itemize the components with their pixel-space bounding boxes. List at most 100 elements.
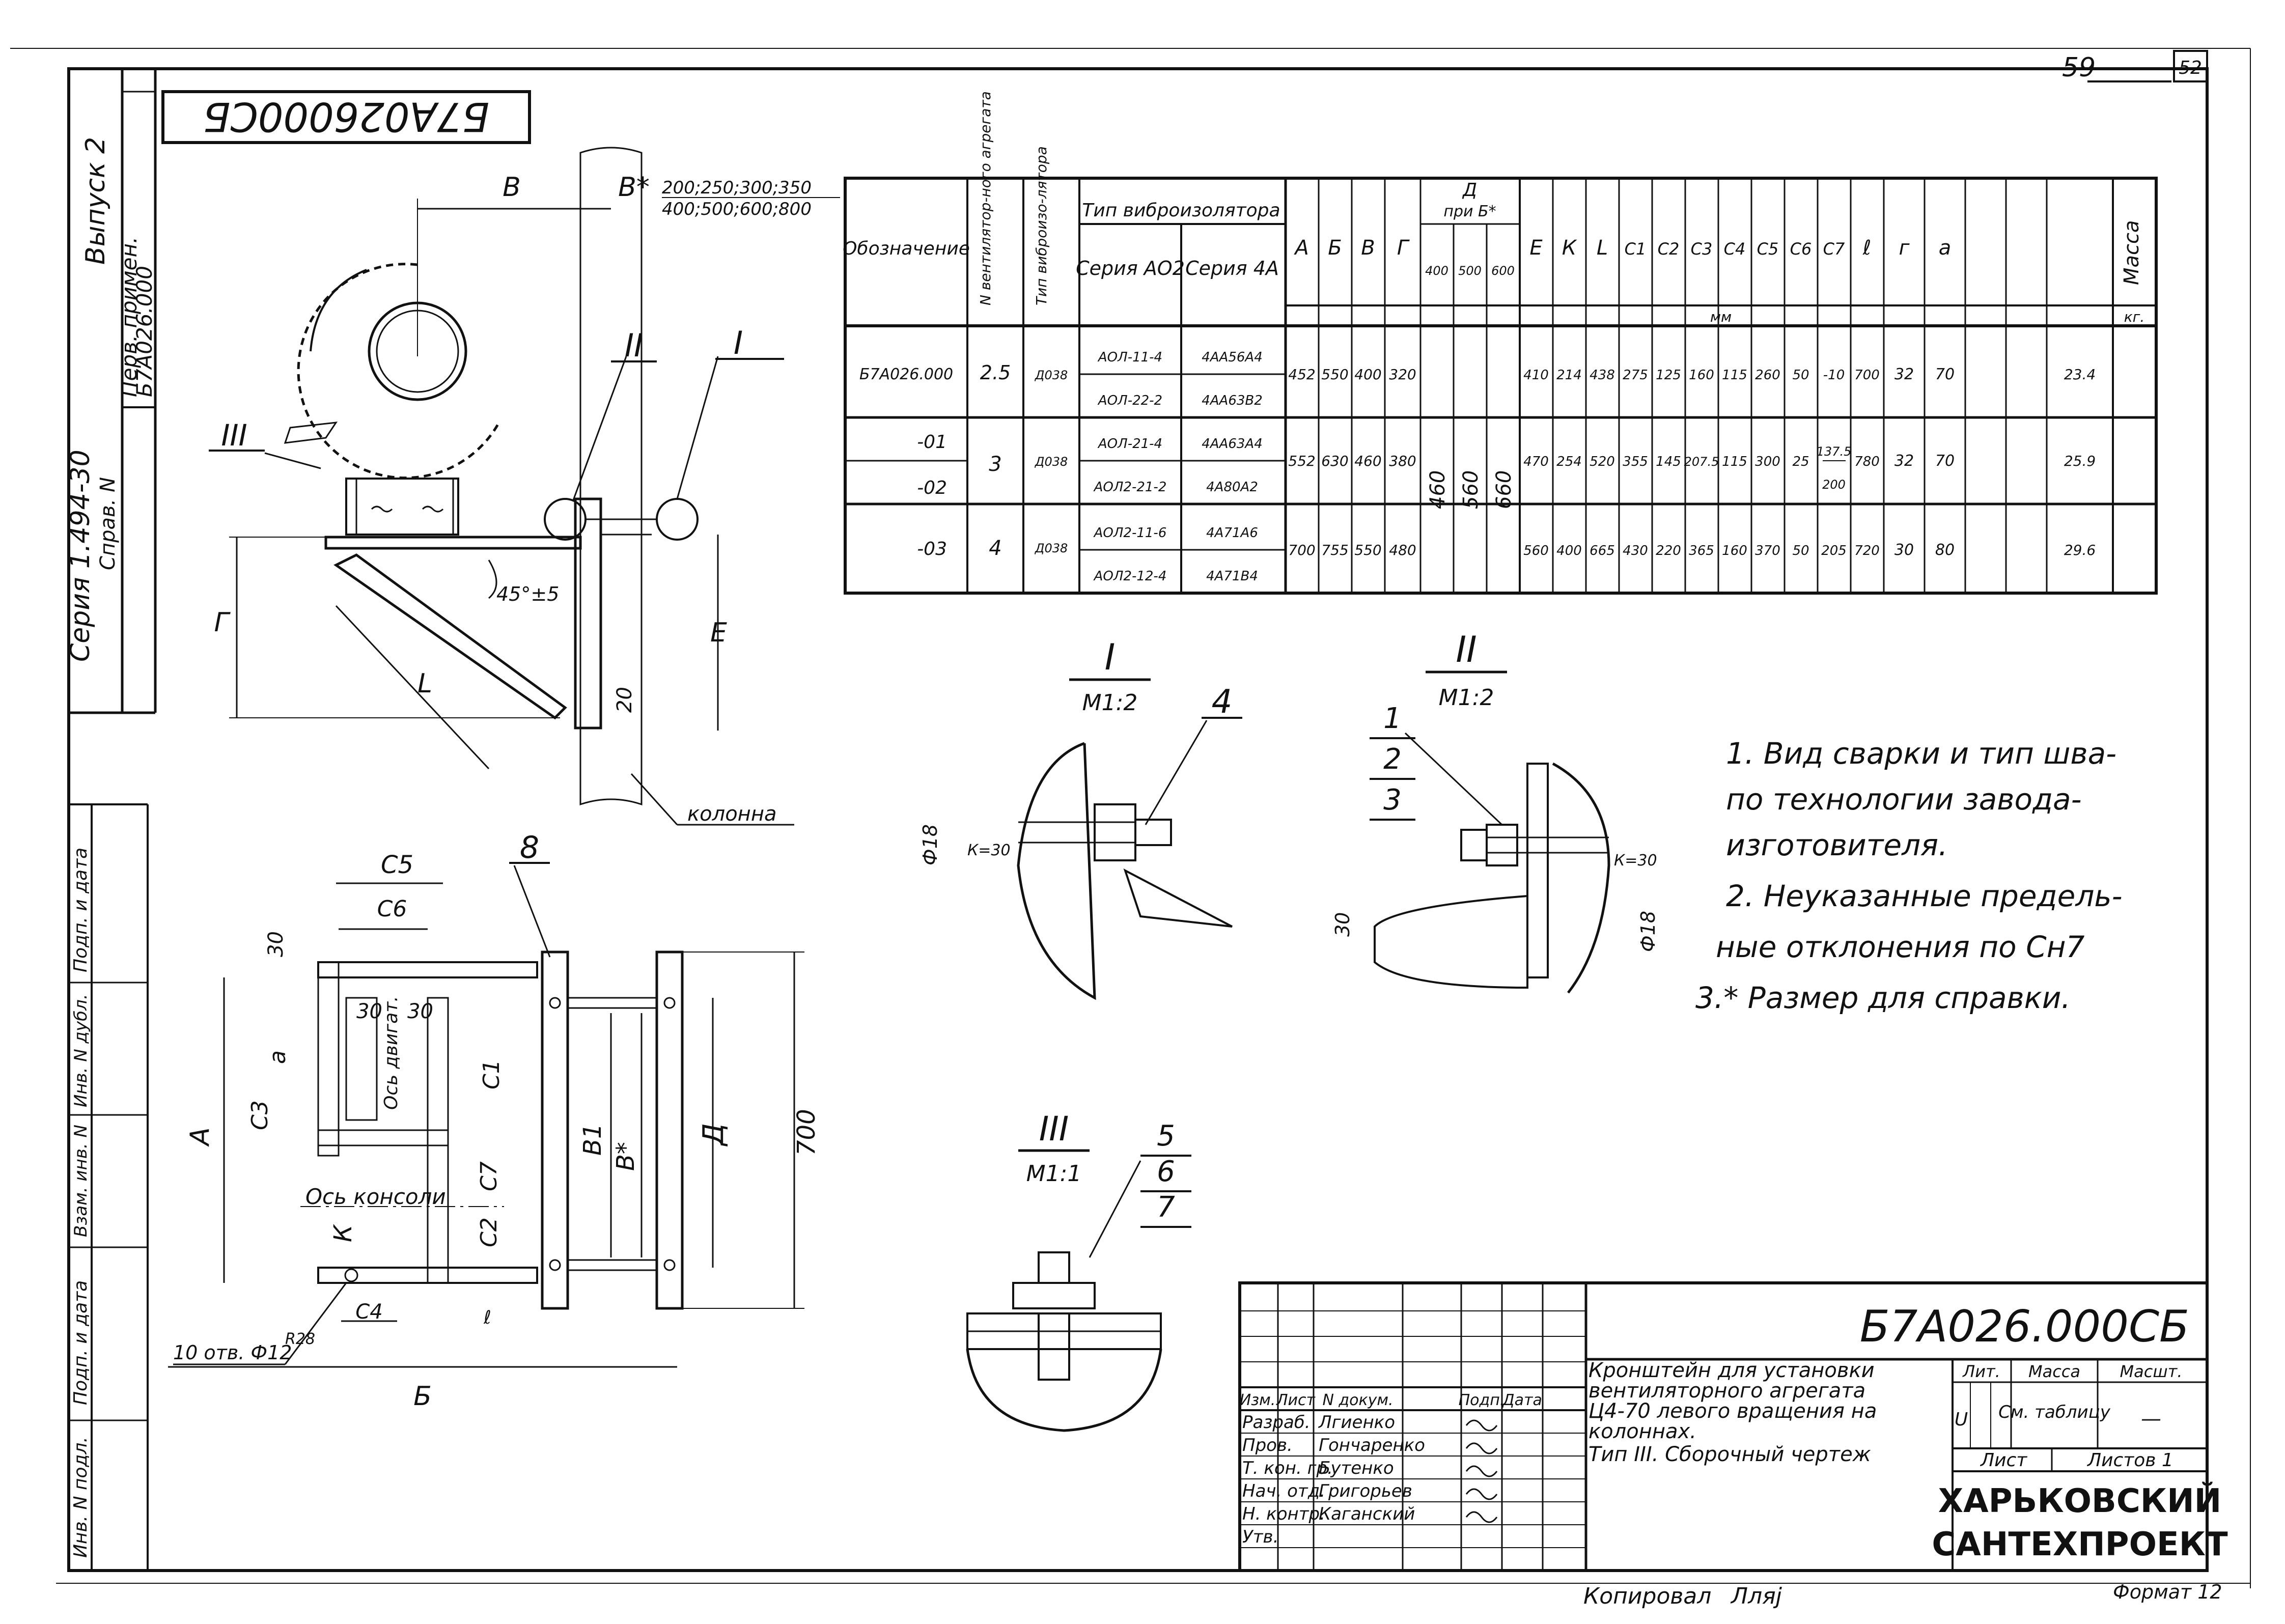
issue-label: Выпуск 2: [80, 137, 111, 265]
plan-a: а: [265, 1050, 291, 1064]
tb-role-developer: Разраб.: [1242, 1412, 1311, 1433]
row3-fan: 4: [989, 537, 1001, 560]
plan-700: 700: [792, 1109, 821, 1156]
copier-name: Лляj: [1730, 1583, 1782, 1609]
dim-20: 20: [613, 687, 636, 713]
tb-head-doc: N докум.: [1322, 1391, 1393, 1409]
plan-B: Б: [413, 1381, 432, 1412]
strip-inv-orig: Инв. N подл.: [70, 1437, 91, 1558]
detail-I-k: К=30: [967, 842, 1011, 859]
hdr-E: Е: [1529, 236, 1543, 260]
row3-G: 480: [1389, 542, 1416, 558]
elevation-view: II I III В В* 200;250;300;350 400;500;60…: [209, 147, 840, 826]
hdr-vibro-type: Тип виброизолятора: [1082, 200, 1280, 221]
tb-scale-value: —: [2141, 1407, 2161, 1431]
tb-title-5: Тип III. Сборочный чертеж: [1589, 1443, 1871, 1466]
plan-holes: 10 отв. Ф12: [173, 1341, 292, 1364]
detail-II: II М1:2 1 2 3 30 Ф18 К=30: [1331, 629, 1659, 994]
hdr-C7: C7: [1823, 239, 1845, 259]
hdr-a: а: [1939, 236, 1952, 260]
row1-C5: 260: [1755, 368, 1780, 383]
tb-title-2: вентиляторного агрегата: [1589, 1379, 1865, 1403]
detail-I-callout: 4: [1212, 683, 1233, 721]
row2-C5: 300: [1755, 454, 1780, 469]
row1-L: 438: [1590, 368, 1615, 383]
tb-name-checker: Гончаренко: [1319, 1435, 1425, 1455]
tb-role-tech: Т. кон. гр.: [1242, 1458, 1333, 1478]
row1-l: 700: [1854, 368, 1880, 383]
detail-II-callout-2: 2: [1383, 743, 1402, 776]
row1-B: 550: [1321, 366, 1348, 383]
row3-iso: Д038: [1035, 541, 1068, 555]
row2-4a-b: 4А80А2: [1206, 480, 1258, 495]
dim-B-star: В*: [618, 172, 650, 203]
row1-4a-b: 4АА63В2: [1202, 393, 1263, 408]
tb-lit-value: U: [1955, 1409, 1968, 1430]
hdr-D-500: 500: [1458, 264, 1482, 278]
tb-sheet-label: Лист: [1980, 1450, 2027, 1471]
row3-4a-b: 4А71В4: [1206, 569, 1258, 584]
row1-C7: -10: [1823, 368, 1845, 383]
row3-B: 755: [1321, 542, 1348, 558]
tb-name-tech: Бутенко: [1319, 1458, 1394, 1478]
left-strip: Инв. N подл. Подп. и дата Взам. инв. N И…: [69, 803, 149, 1571]
row1-ao2-b: АОЛ-22-2: [1097, 393, 1162, 408]
strip-sign-date-1: Подп. и дата: [70, 1280, 91, 1405]
hdr-B: Б: [1328, 236, 1342, 260]
ref-label: Справ. N: [96, 477, 120, 570]
plan-A: А: [185, 1127, 215, 1147]
row1-E: 410: [1523, 368, 1549, 383]
tb-title-1: Кронштейн для установки: [1589, 1359, 1875, 1382]
column-label: колонна: [687, 802, 777, 826]
row3-E: 560: [1523, 543, 1549, 558]
row2-C2: 145: [1656, 454, 1681, 469]
detail-I-title: I: [1105, 636, 1116, 678]
hdr-D-600: 600: [1491, 264, 1515, 278]
page-number: 52: [2179, 58, 2202, 78]
tb-role-head: Нач. отд.: [1242, 1481, 1325, 1501]
plan-B1: В1: [578, 1124, 607, 1156]
detail-II-callout-1: 1: [1383, 702, 1402, 735]
plan-l: ℓ: [483, 1307, 491, 1328]
tb-name-head: Григорьев: [1319, 1481, 1412, 1501]
hdr-series-ao2: Серия АО2: [1076, 257, 1185, 279]
dim-L: L: [417, 668, 432, 699]
row3-C6: 50: [1792, 543, 1809, 558]
dim-E: Е: [710, 618, 727, 648]
view-label-I: I: [734, 324, 743, 361]
row1-4a-a: 4АА56А4: [1202, 350, 1263, 365]
plan-30-b: 30: [356, 1000, 382, 1023]
row1-C2: 125: [1656, 368, 1681, 383]
row2-A: 552: [1288, 453, 1315, 469]
unit-mm: мм: [1710, 309, 1732, 325]
row3-C1: 430: [1623, 543, 1648, 558]
row1-r: 32: [1894, 366, 1914, 383]
row1-a: 70: [1935, 366, 1955, 383]
note-line-4: 2. Неуказанные предель-: [1726, 879, 2123, 913]
row3-V: 550: [1354, 542, 1381, 558]
hdr-fan-number: N вентилятор-ного агрегата: [977, 91, 994, 305]
signatures: [1465, 1419, 1498, 1523]
row3-designation: -03: [917, 539, 947, 559]
detail-II-phi: Ф18: [1637, 911, 1659, 952]
tb-sheets-label: Листов 1: [2086, 1450, 2173, 1471]
tb-name-developer: Лгиенко: [1318, 1412, 1395, 1433]
row1-ao2-a: АОЛ-11-4: [1097, 350, 1162, 365]
row2-r: 32: [1894, 452, 1914, 470]
tb-head-date: Дата: [1501, 1391, 1542, 1409]
row3-C4: 160: [1722, 543, 1747, 558]
row2-V: 460: [1354, 453, 1381, 469]
D-value-400: 460: [1426, 470, 1450, 509]
plan-C6: C6: [377, 896, 407, 922]
hdr-L: L: [1597, 236, 1608, 260]
detail-II-callout-3: 3: [1383, 783, 1402, 817]
detail-III-callout-5: 5: [1157, 1119, 1175, 1153]
table-row: Б7А026.000 2.5 Д038 АОЛ-11-4 АОЛ-22-2 4А…: [859, 350, 2096, 408]
table-row: -01 -02 3 Д038 АОЛ-21-4 АОЛ2-21-2 4АА63А…: [917, 432, 2096, 498]
strip-replace-inv: Взам. инв. N: [71, 1125, 91, 1237]
hdr-C6: C6: [1790, 239, 1812, 259]
detail-I-phi: Ф18: [919, 824, 941, 865]
detail-I: I М1:2 4 Ф18 К=30: [919, 636, 1242, 1000]
row3-K: 400: [1556, 543, 1582, 558]
plan-C3: C3: [247, 1100, 273, 1130]
